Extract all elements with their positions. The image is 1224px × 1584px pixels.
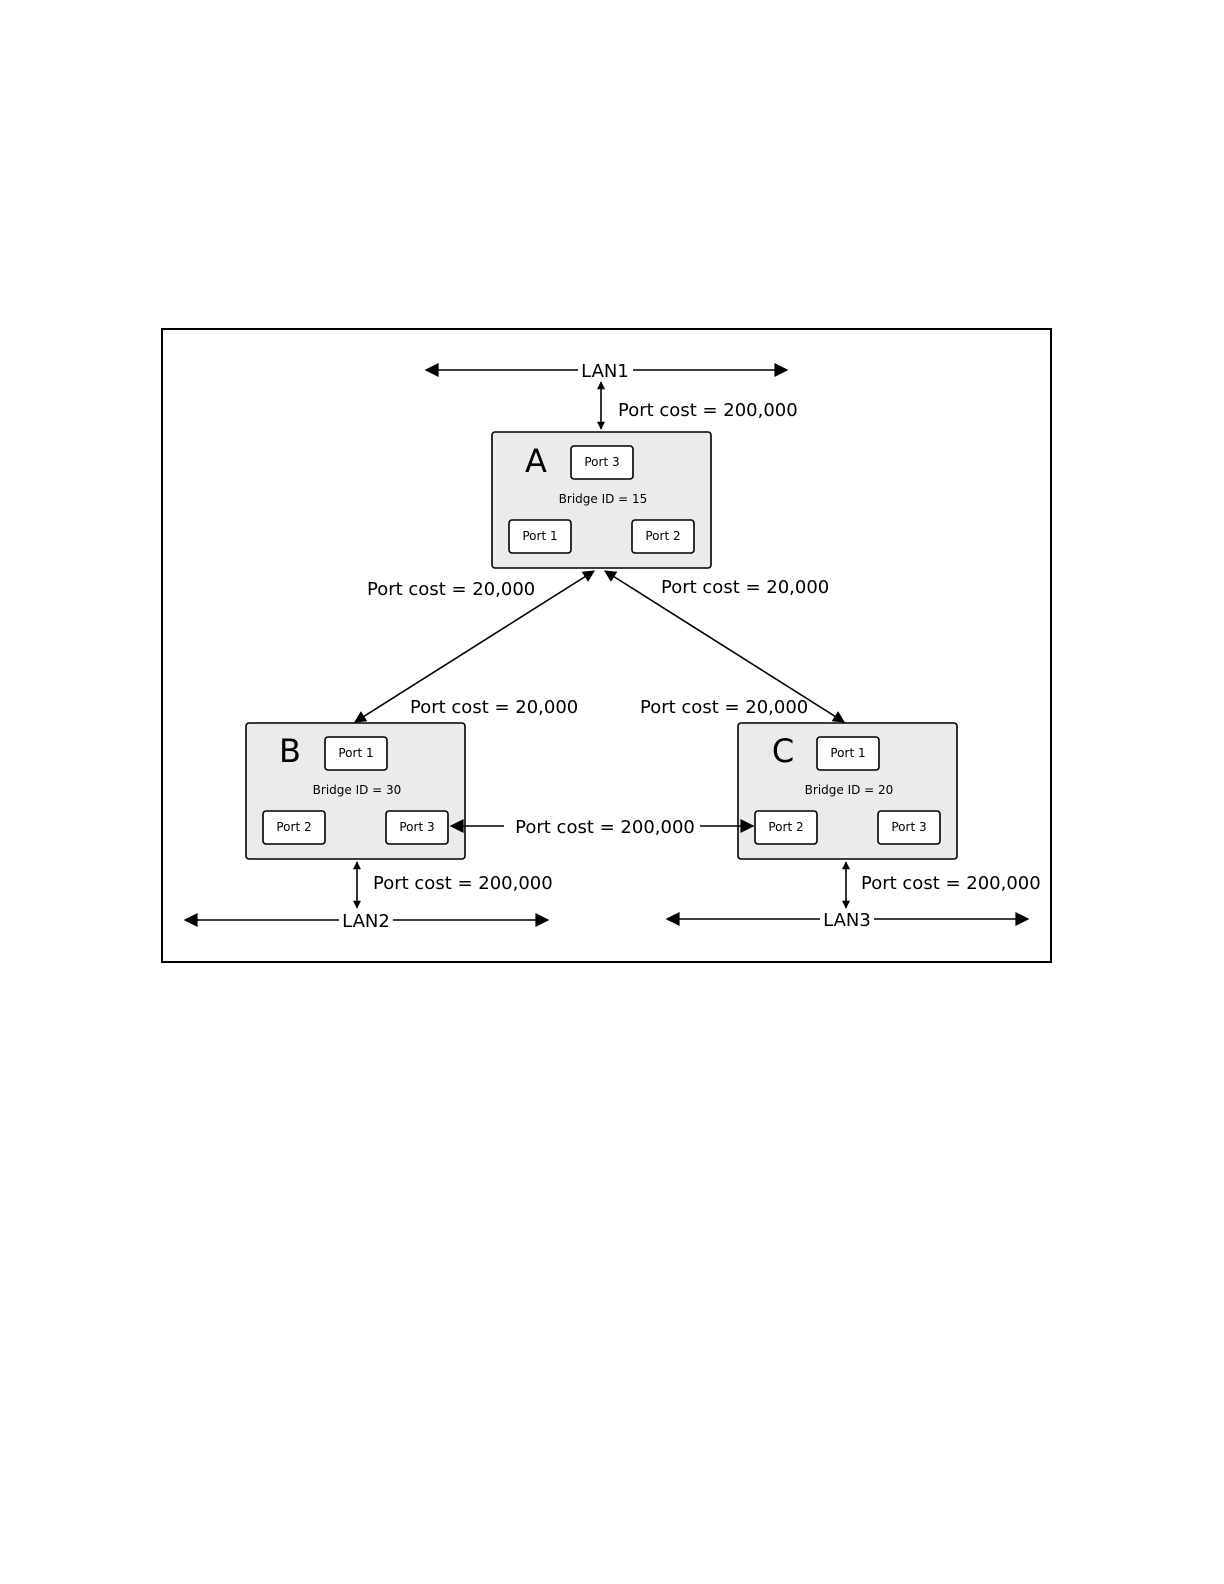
diagram-frame <box>161 328 1052 963</box>
c-lan3-cost-label: Port cost = 200,000 <box>861 873 1041 894</box>
lan1-label: LAN1 <box>581 361 629 382</box>
bridge-b-port-2-label: Port 2 <box>276 820 311 834</box>
bridge-b-letter: B <box>279 732 301 770</box>
a-b-link <box>353 570 596 723</box>
bridge-a-port-2-label: Port 2 <box>645 529 680 543</box>
a-c-cost-upper: Port cost = 20,000 <box>661 577 829 598</box>
bridge-a-port-3-label: Port 3 <box>584 455 619 469</box>
bridge-c-port-1 <box>816 736 880 771</box>
a-c-cost-lower: Port cost = 20,000 <box>640 697 808 718</box>
bridge-b-port-1 <box>324 736 388 771</box>
bridge-a-letter: A <box>525 442 547 480</box>
bridge-a-port-3 <box>570 445 634 480</box>
a-b-cost-lower: Port cost = 20,000 <box>410 697 578 718</box>
b-c-cost-label: Port cost = 200,000 <box>515 817 695 838</box>
bridge-c-port-3 <box>877 810 941 845</box>
bridge-a: A Port 3 Bridge ID = 15 Port 1 Port 2 <box>491 431 712 569</box>
lan1-bus: LAN1 <box>424 361 789 382</box>
bridge-b-id: Bridge ID = 30 <box>313 783 402 797</box>
bridge-b-port-3 <box>385 810 449 845</box>
bridge-c-letter: C <box>772 732 794 770</box>
lan2-label: LAN2 <box>342 911 390 932</box>
bridge-b-port-1-label: Port 1 <box>338 746 373 760</box>
bridge-c-port-3-label: Port 3 <box>891 820 926 834</box>
bridge-a-port-1 <box>508 519 572 554</box>
a-b-cost-upper: Port cost = 20,000 <box>367 579 535 600</box>
lan3-label: LAN3 <box>823 910 871 931</box>
bridge-b: B Port 1 Bridge ID = 30 Port 2 Port 3 <box>245 722 466 860</box>
bridge-a-id: Bridge ID = 15 <box>559 492 648 506</box>
bridge-c-port-1-label: Port 1 <box>830 746 865 760</box>
bridge-a-port-2 <box>631 519 695 554</box>
b-lan2-cost-label: Port cost = 200,000 <box>373 873 553 894</box>
lan3-bus: LAN3 <box>665 910 1030 931</box>
bridge-c: C Port 1 Bridge ID = 20 Port 2 Port 3 <box>737 722 958 860</box>
bridge-c-port-2 <box>754 810 818 845</box>
a-c-link <box>603 570 846 723</box>
bridge-b-port-3-label: Port 3 <box>399 820 434 834</box>
bridge-c-port-2-label: Port 2 <box>768 820 803 834</box>
bridge-b-port-2 <box>262 810 326 845</box>
bridge-a-port-1-label: Port 1 <box>522 529 557 543</box>
lan2-bus: LAN2 <box>183 911 550 932</box>
lan1-a-cost-label: Port cost = 200,000 <box>618 400 798 421</box>
bridge-c-id: Bridge ID = 20 <box>805 783 894 797</box>
